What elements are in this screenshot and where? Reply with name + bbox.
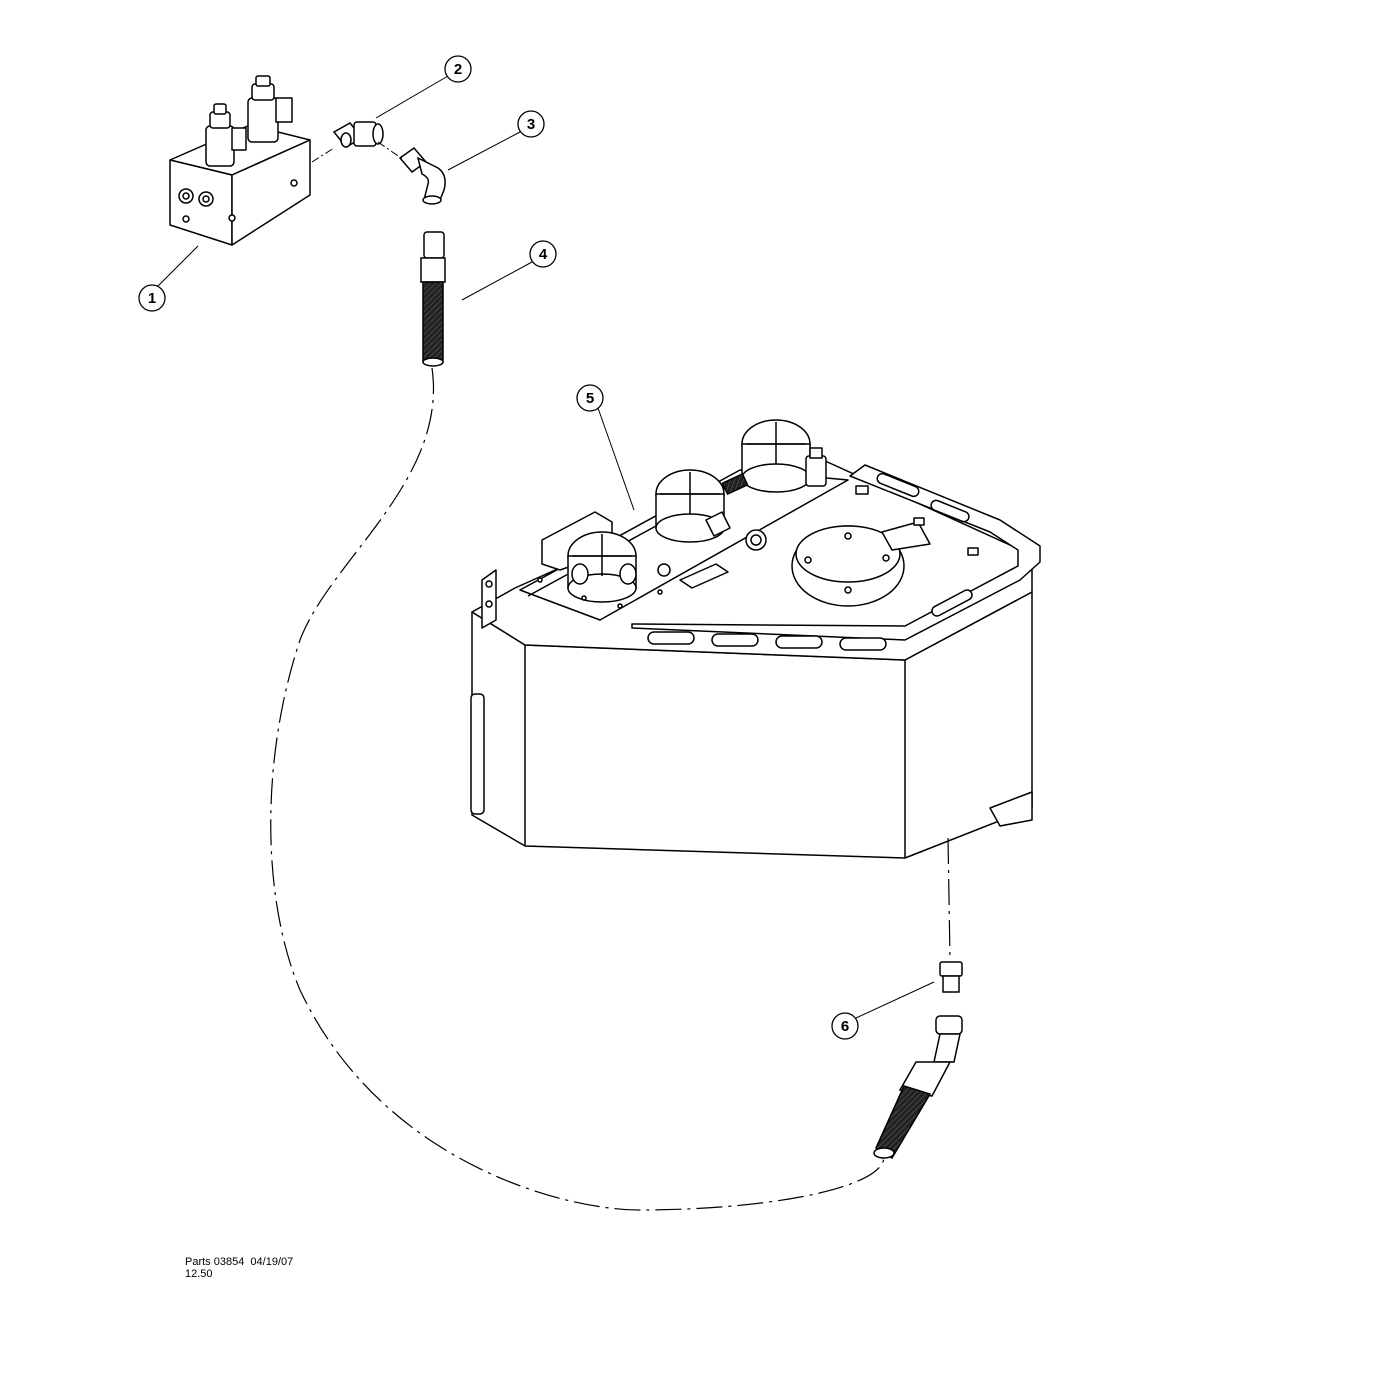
elbow-fitting-part [398,146,446,205]
svg-text:1: 1 [148,290,156,307]
leader-line-3 [447,131,521,171]
svg-text:3: 3 [527,116,535,133]
callout-1: 1 [138,284,166,312]
callout-4: 4 [529,240,557,268]
leader-line-2 [375,75,449,119]
leader-line-1 [155,245,199,289]
adapter-fitting-part [332,121,384,148]
drawing-number-date: Parts 03854 04/19/07 [185,1256,294,1268]
leader-line-6 [855,981,935,1019]
svg-text:6: 6 [841,1018,849,1035]
callout-2: 2 [444,55,472,83]
callout-6: 6 [831,1012,859,1040]
svg-text:2: 2 [454,61,462,78]
drawing-revision: 12.50 [185,1268,213,1280]
hose-part [420,231,446,367]
leader-line-4 [461,261,533,301]
valve-block-part [169,75,311,246]
connection-lines [270,367,951,1211]
leader-line-5 [597,407,635,511]
svg-text:4: 4 [539,246,548,263]
callout-3: 3 [517,110,545,138]
tank-assembly-part [470,419,1041,859]
return-hose-part [873,961,963,1160]
drawing-reference: Parts 03854 04/19/07 12.50 [185,1256,293,1280]
svg-text:5: 5 [586,390,594,407]
callout-5: 5 [576,384,604,412]
